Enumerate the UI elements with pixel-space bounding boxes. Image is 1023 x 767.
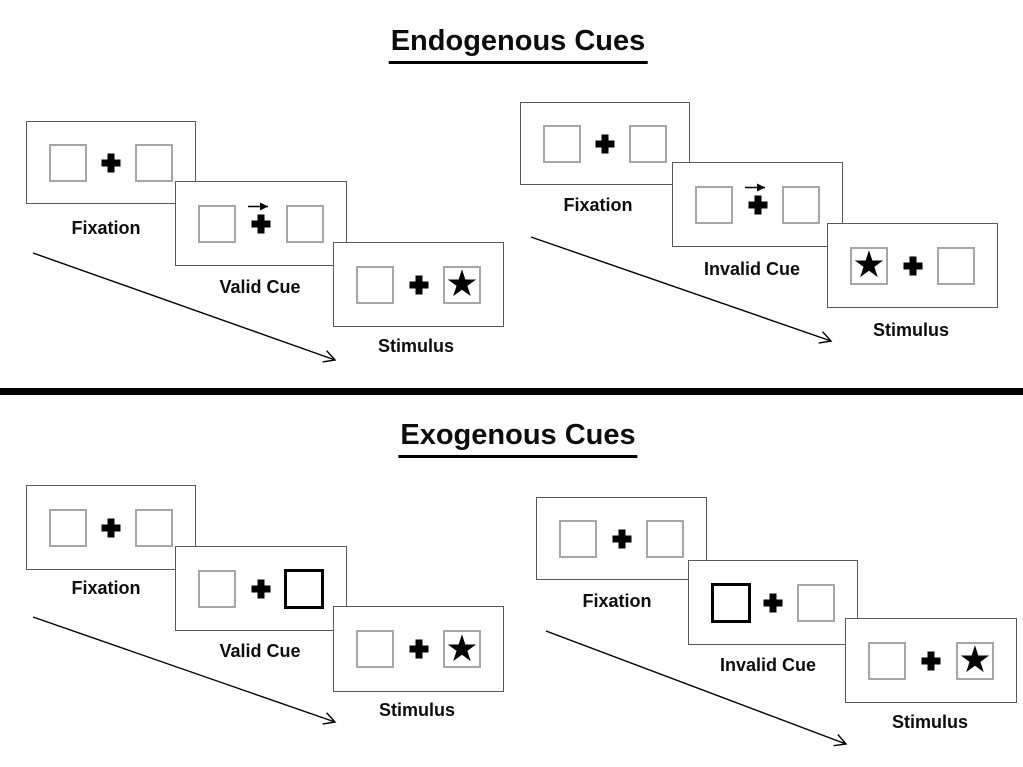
left-placeholder-box — [49, 508, 87, 547]
fixation-cross-icon — [251, 579, 271, 598]
fixation-panel — [536, 497, 707, 580]
cue-arrow-right-icon — [248, 202, 268, 211]
right-placeholder-box — [937, 246, 975, 285]
right-placeholder-box — [646, 519, 684, 558]
star-icon: ★ — [852, 243, 886, 286]
sequence-arrow — [32, 616, 337, 725]
fixation-panel — [26, 485, 196, 570]
star-icon: ★ — [445, 262, 479, 305]
panel-label-stimulus: Stimulus — [378, 700, 456, 720]
section-title-endogenous: Endogenous Cues — [388, 25, 648, 64]
section-title-text: Exogenous Cues — [398, 419, 638, 458]
left-placeholder-box — [356, 265, 394, 304]
stimulus-panel: ★ — [333, 242, 504, 327]
section-title-text: Endogenous Cues — [388, 25, 648, 64]
fixation-panel — [26, 121, 196, 204]
fixation-cross-icon — [903, 256, 922, 275]
left-placeholder-box — [559, 519, 597, 558]
fixation-cross-icon — [409, 639, 428, 659]
fixation-cross-icon — [612, 529, 631, 548]
section-divider — [0, 388, 1023, 395]
fixation-cross-icon — [763, 593, 783, 612]
panel-label-stimulus: Stimulus — [891, 712, 969, 732]
right-target-box: ★ — [443, 262, 481, 305]
panel-label-fixation: Fixation — [582, 591, 652, 611]
fixation-cross-icon — [251, 214, 271, 233]
left-placeholder-box — [356, 630, 394, 668]
invalid-cue-panel — [688, 560, 858, 645]
sequence-arrow — [530, 236, 833, 344]
right-placeholder-box — [629, 124, 667, 163]
left-placeholder-box — [868, 641, 906, 680]
panel-label-fixation: Fixation — [71, 578, 141, 598]
invalid-cue-panel — [672, 162, 843, 247]
sequence-arrow — [32, 252, 337, 363]
right-placeholder-box — [782, 185, 820, 224]
right-placeholder-box — [286, 204, 324, 243]
fixation-cross-icon — [409, 275, 428, 294]
section-title-exogenous: Exogenous Cues — [398, 419, 638, 458]
panel-label-invalid-cue: Invalid Cue — [703, 259, 801, 279]
valid-cue-panel — [175, 546, 347, 631]
left-placeholder-box — [695, 185, 733, 224]
right-placeholder-box — [135, 143, 173, 182]
sequence-arrow — [545, 630, 848, 747]
panel-label-invalid-cue: Invalid Cue — [719, 655, 817, 675]
left-placeholder-box — [198, 569, 236, 608]
fixation-panel — [520, 102, 690, 185]
fixation-cross-icon — [101, 518, 121, 537]
right-placeholder-box — [135, 508, 173, 547]
fixation-cross-icon — [101, 153, 121, 172]
left-placeholder-box — [49, 143, 87, 182]
panel-label-stimulus: Stimulus — [872, 320, 950, 340]
panel-label-fixation: Fixation — [563, 195, 633, 215]
stimulus-panel: ★ — [845, 618, 1017, 703]
left-placeholder-box — [198, 204, 236, 243]
left-cue-box-highlighted — [711, 582, 751, 623]
right-target-box: ★ — [443, 630, 481, 668]
panel-label-stimulus: Stimulus — [377, 336, 455, 356]
fixation-cross-icon — [595, 134, 615, 153]
star-icon: ★ — [958, 638, 992, 681]
star-icon: ★ — [445, 626, 479, 670]
fixation-cross-icon — [748, 195, 767, 214]
left-placeholder-box — [543, 124, 581, 163]
right-cue-box-highlighted — [284, 568, 324, 609]
panel-label-fixation: Fixation — [71, 218, 141, 238]
fixation-cross-icon — [921, 651, 941, 670]
stimulus-panel: ★ — [333, 606, 504, 692]
stimulus-panel: ★ — [827, 223, 998, 308]
cue-arrow-right-icon — [744, 183, 765, 192]
valid-cue-panel — [175, 181, 347, 266]
left-target-box: ★ — [850, 243, 888, 286]
right-placeholder-box — [797, 583, 835, 622]
right-target-box: ★ — [956, 638, 994, 681]
panel-label-valid-cue: Valid Cue — [219, 641, 301, 661]
panel-label-valid-cue: Valid Cue — [219, 277, 301, 297]
